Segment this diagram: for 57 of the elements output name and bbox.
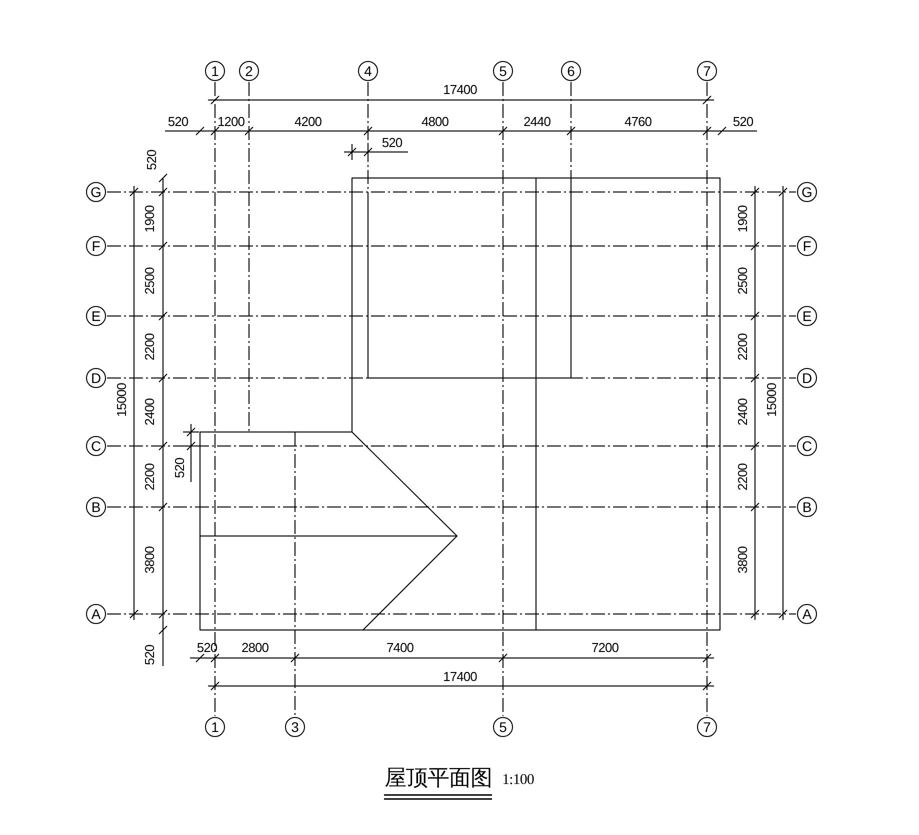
dimension-text: 2200 bbox=[143, 464, 157, 490]
drawing-title: 屋顶平面图 bbox=[384, 766, 492, 790]
dimension-text: 1900 bbox=[736, 206, 750, 232]
dimension-text: 3800 bbox=[143, 546, 157, 574]
dimension-text: 2200 bbox=[736, 334, 750, 360]
dimension-text: 15000 bbox=[115, 383, 129, 417]
grid-axis-bubble: 3 bbox=[285, 717, 305, 737]
dimension-text: 4800 bbox=[422, 115, 448, 129]
dimension-text: 7400 bbox=[386, 641, 414, 655]
dimension-text: 520 bbox=[196, 641, 218, 655]
dimension-text: 520 bbox=[168, 115, 188, 129]
dimension-text: 520 bbox=[145, 150, 159, 170]
dimension-text: 7200 bbox=[592, 641, 618, 655]
grid-axis-bubble: 2 bbox=[239, 61, 259, 81]
grid-axis-bubble: 5 bbox=[493, 717, 513, 737]
grid-axis-bubble: F bbox=[797, 236, 817, 256]
dimension-text: 4200 bbox=[294, 115, 322, 129]
dimension-text: 4760 bbox=[624, 115, 652, 129]
scale-text: 1:100 bbox=[502, 773, 534, 787]
grid-axis-bubble: 1 bbox=[205, 61, 225, 81]
grid-axis-bubble: F bbox=[86, 236, 106, 256]
dimension-text: 2200 bbox=[736, 464, 750, 490]
dimension-text: 520 bbox=[173, 458, 187, 478]
grid-axis-bubble: 4 bbox=[358, 61, 378, 81]
dimension-text: 520 bbox=[732, 115, 754, 129]
grid-axis-bubble: C bbox=[86, 436, 106, 456]
dimension-text: 2500 bbox=[143, 268, 157, 294]
grid-axis-bubble: 6 bbox=[561, 61, 581, 81]
dimension-text: 2400 bbox=[736, 398, 750, 426]
grid-axis-bubble: G bbox=[86, 182, 106, 202]
dimension-text: 2200 bbox=[143, 334, 157, 360]
grid-axis-bubble: G bbox=[797, 182, 817, 202]
grid-axis-bubble: A bbox=[797, 604, 817, 624]
grid-axis-bubble: 7 bbox=[697, 61, 717, 81]
dimension-text: 2440 bbox=[524, 115, 550, 129]
grid-axis-bubble: D bbox=[797, 368, 817, 388]
grid-axis-bubble: C bbox=[797, 436, 817, 456]
grid-axis-bubble: B bbox=[797, 497, 817, 517]
grid-axis-bubble: E bbox=[86, 306, 106, 326]
grid-axis-bubble: D bbox=[86, 368, 106, 388]
dimension-text: 2400 bbox=[143, 398, 157, 426]
dimension-text: 3800 bbox=[736, 546, 750, 574]
dimension-text: 17400 bbox=[443, 83, 477, 97]
dimension-text: 15000 bbox=[765, 383, 779, 417]
dimension-text: 520 bbox=[143, 644, 157, 666]
dimension-text: 2800 bbox=[242, 641, 268, 655]
grid-axis-bubble: E bbox=[797, 306, 817, 326]
dimension-text: 17400 bbox=[443, 670, 477, 684]
dimension-text: 2500 bbox=[736, 268, 750, 294]
grid-axis-bubble: A bbox=[86, 604, 106, 624]
grid-axis-bubble: 1 bbox=[205, 717, 225, 737]
dimension-text: 1900 bbox=[143, 206, 157, 232]
grid-axis-bubble: 5 bbox=[493, 61, 513, 81]
dimension-text: 520 bbox=[382, 136, 402, 150]
grid-axis-bubble: B bbox=[86, 497, 106, 517]
grid-axis-bubble: 7 bbox=[697, 717, 717, 737]
dimension-text: 1200 bbox=[218, 115, 244, 129]
